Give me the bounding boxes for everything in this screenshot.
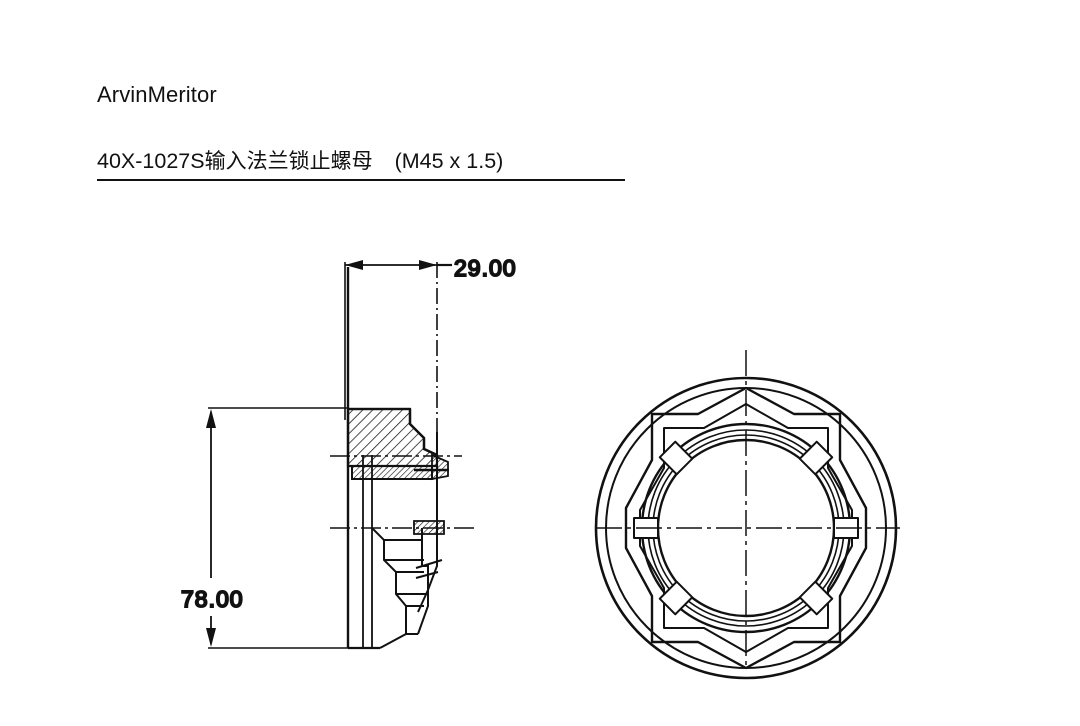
width-dimension: 29.00 xyxy=(344,254,517,470)
thread-major-circle xyxy=(640,422,852,634)
thread-spec: (M45 x 1.5) xyxy=(394,149,504,173)
arrowhead-top xyxy=(206,409,216,428)
thread-ring-gaps xyxy=(658,440,834,616)
outer-diameter-circle xyxy=(594,376,898,680)
castellated-flange-outline-inner xyxy=(639,403,853,653)
chamfer-line-b xyxy=(415,571,439,579)
thread-ring xyxy=(640,422,852,634)
center-strip xyxy=(413,520,445,535)
section-outline xyxy=(346,267,438,650)
step-edge xyxy=(408,409,438,457)
notch-right xyxy=(833,517,859,539)
lower-right-boundary xyxy=(417,528,429,635)
section-hatched-body xyxy=(346,407,449,481)
front-view xyxy=(594,350,900,680)
drawing-title: 40X-1027S输入法兰锁止螺母 (M45 x 1.5) xyxy=(97,148,503,175)
section-lower-steps xyxy=(371,470,445,649)
taper-edge xyxy=(417,470,438,613)
right-lug xyxy=(431,453,449,481)
arrowhead-right xyxy=(419,260,437,270)
ring-gap-lower-right xyxy=(798,580,834,616)
company-name: ArvinMeritor xyxy=(97,82,217,107)
hatched-step-profile xyxy=(346,407,439,468)
ring-gap-lower-left xyxy=(658,580,694,616)
height-dimension: 78.00 xyxy=(180,407,352,649)
section-view: 29.00 78.00 xyxy=(180,254,517,650)
thread-circle-3 xyxy=(652,434,840,622)
castellated-flange-outline xyxy=(624,386,868,670)
arrowhead-left xyxy=(345,260,363,270)
part-number: 40X-1027S xyxy=(97,149,205,173)
lower-step-outline xyxy=(371,527,407,649)
seat-strip xyxy=(351,465,433,480)
notch-left xyxy=(633,517,659,539)
thread-circle-2 xyxy=(647,429,845,627)
arrowhead-bottom xyxy=(206,628,216,647)
ring-gap-upper-right xyxy=(798,440,834,476)
ring-gap-upper-left xyxy=(658,440,694,476)
thread-minor-circle xyxy=(656,438,836,618)
width-dimension-value: 29.00 xyxy=(454,255,517,281)
chamfer-line-a xyxy=(415,559,443,569)
side-notches xyxy=(633,517,859,539)
height-dimension-value: 78.00 xyxy=(181,586,244,612)
part-description-cjk: 输入法兰锁止螺母 xyxy=(204,149,373,173)
outer-diameter-circle-inner xyxy=(605,387,887,669)
title-underline xyxy=(97,179,625,181)
